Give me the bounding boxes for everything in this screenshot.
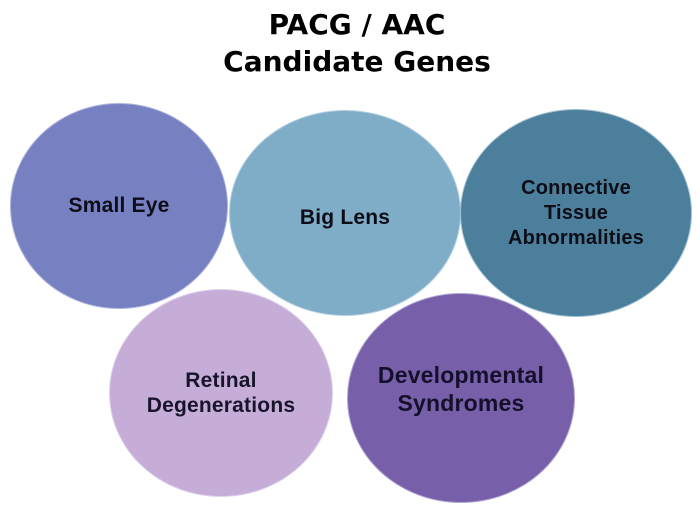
bubble-connective-tissue-label: Connective Tissue Abnormalities [508, 176, 644, 249]
bubble-developmental-syndromes: Developmental Syndromes [347, 293, 575, 503]
bubble-big-lens-label: Big Lens [299, 206, 391, 230]
bubble-developmental-syndromes-label: Developmental Syndromes [377, 362, 545, 416]
page-title: PACG / AAC Candidate Genes [223, 8, 491, 78]
bubble-small-eye-label: Small Eye [68, 194, 170, 218]
bubble-connective-tissue: Connective Tissue Abnormalities [460, 109, 692, 317]
bubble-retinal-degenerations-label: Retinal Degenerations [146, 368, 296, 417]
bubble-retinal-degenerations: Retinal Degenerations [109, 289, 333, 497]
bubble-small-eye: Small Eye [10, 103, 228, 309]
bubble-big-lens: Big Lens [229, 110, 461, 316]
